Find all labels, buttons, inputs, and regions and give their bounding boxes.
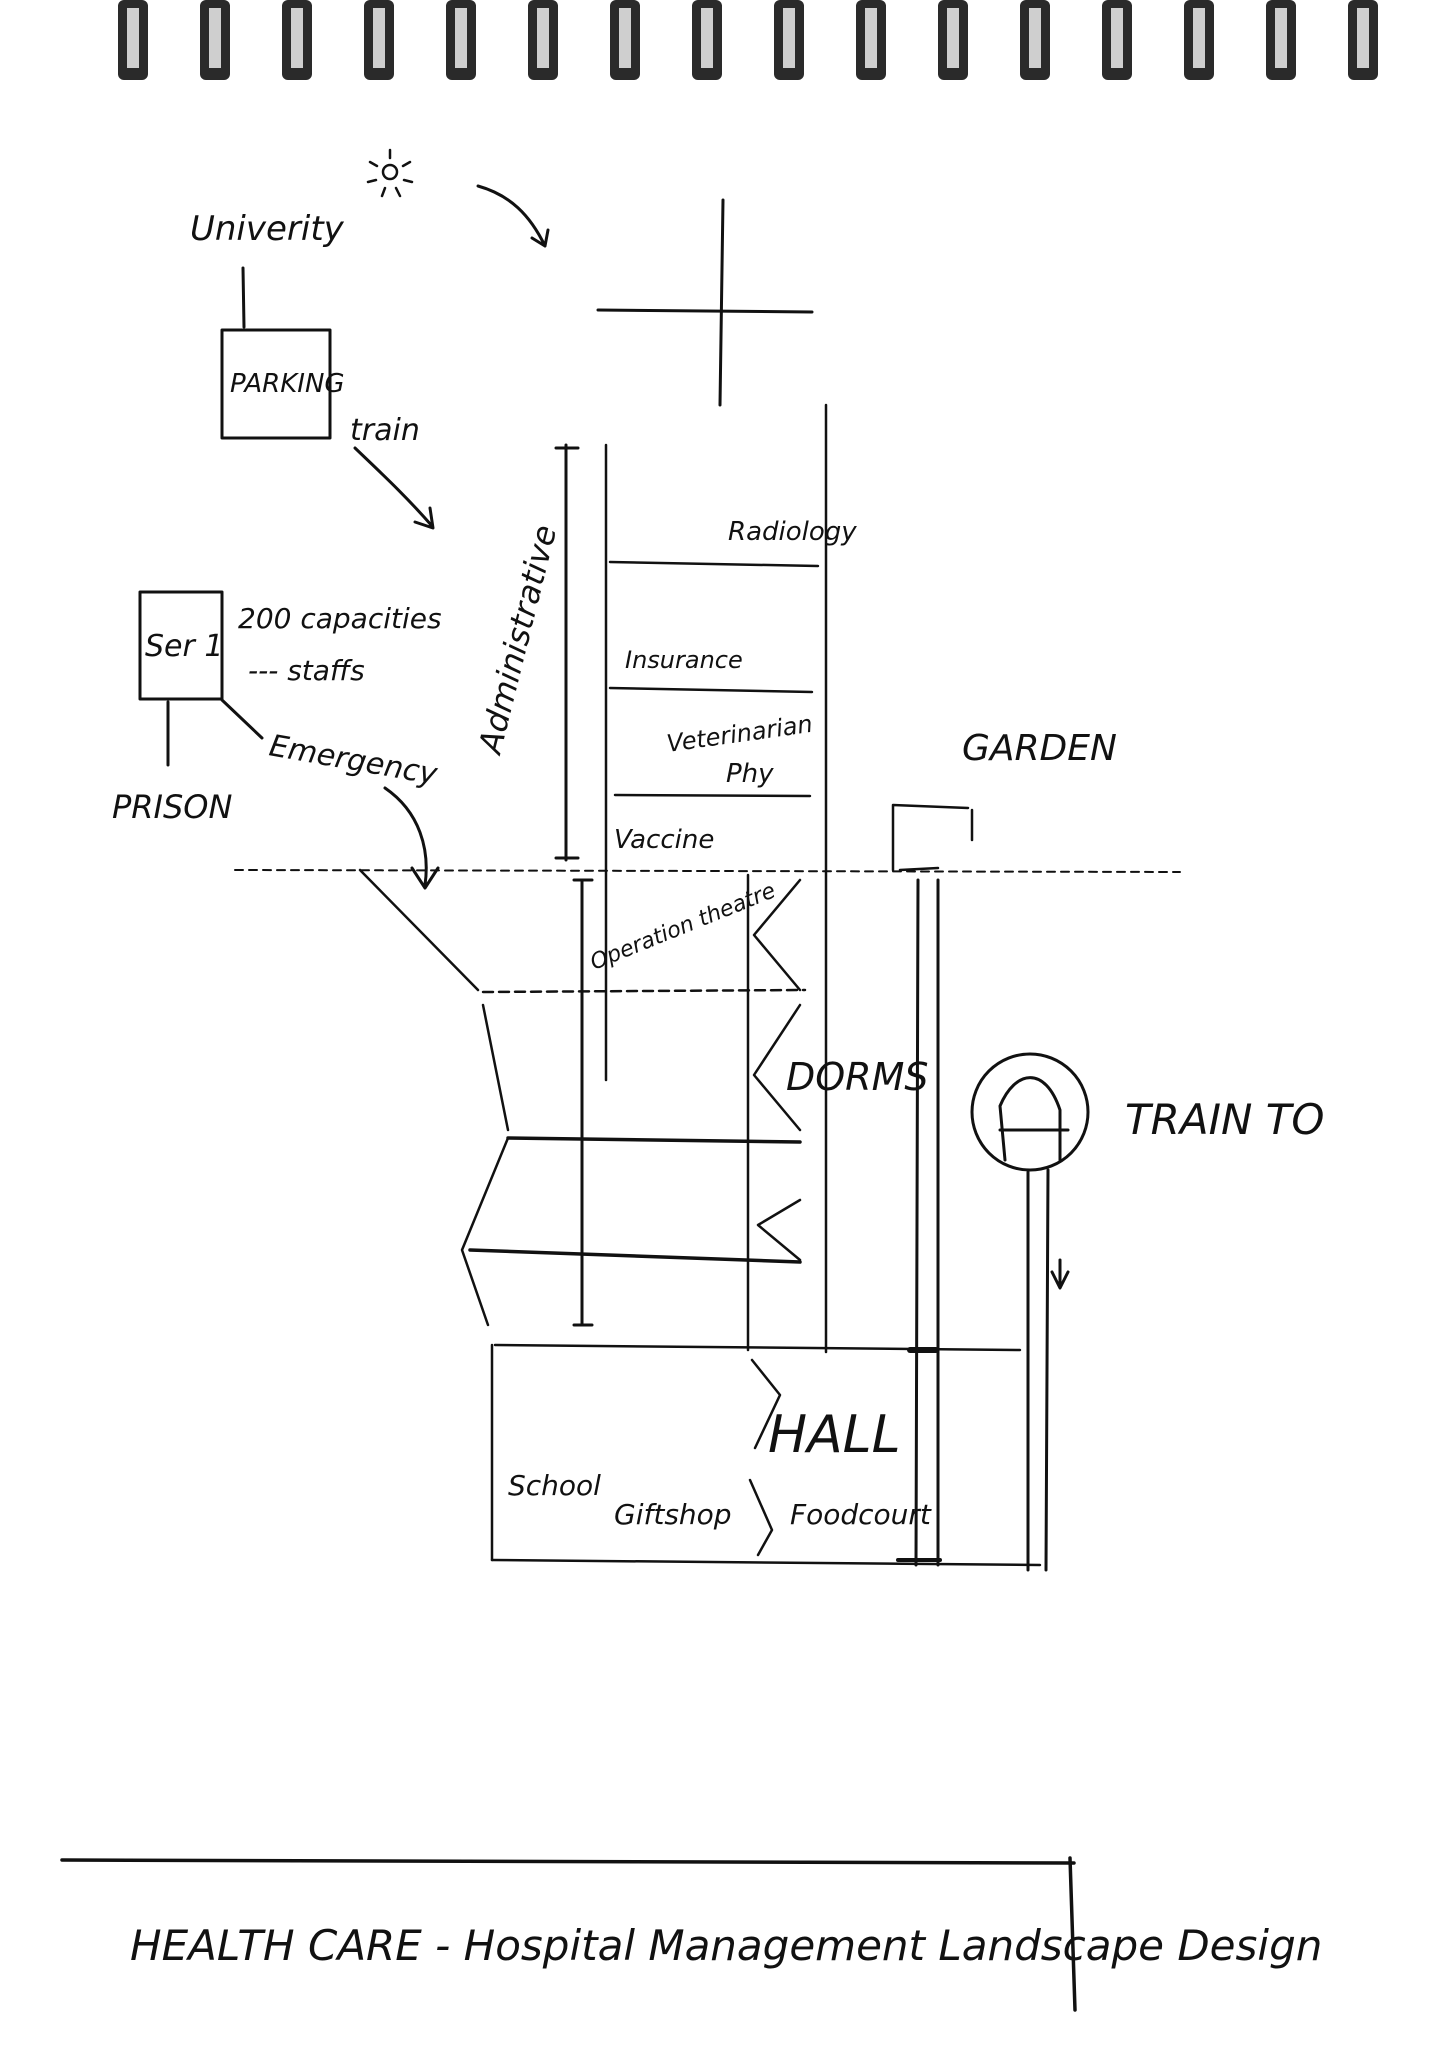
garden-label: GARDEN (962, 728, 1117, 769)
spiral-ring-highlight (291, 8, 303, 68)
train-arrow (353, 446, 435, 530)
garden-element (891, 803, 974, 872)
administrative-label: Administrative (470, 521, 564, 759)
hall-label: HALL (768, 1405, 901, 1465)
administrative-dimension (554, 443, 580, 862)
operation-dimension (572, 878, 594, 1327)
admin-tower (604, 403, 828, 1354)
train-label: train (350, 413, 420, 448)
emergency-label: Emergency (267, 728, 441, 792)
spiral-ring-highlight (783, 8, 795, 68)
top-cross-lines (596, 198, 814, 407)
parking-label: PARKING (230, 369, 345, 399)
spiral-ring-highlight (209, 8, 221, 68)
vaccine-label: Vaccine (614, 825, 714, 855)
emergency-link (220, 698, 264, 740)
entry-diagonal (358, 868, 480, 992)
garden-path (896, 878, 942, 1567)
ser1-box (138, 590, 224, 701)
operation-theatre-label: Operation theatre (587, 878, 779, 975)
sun-arrow (476, 184, 550, 248)
title-frame (60, 1856, 1077, 2012)
insurance-label: Insurance (625, 646, 743, 674)
spiral-ring-highlight (455, 8, 467, 68)
ser1-label: Ser 1 (145, 629, 223, 664)
hall-building (490, 1343, 1042, 1567)
sun-icon (366, 148, 414, 198)
spiral-ring-highlight (865, 8, 877, 68)
parking-box (220, 328, 332, 440)
spiral-ring-highlight (1357, 8, 1369, 68)
spiral-ring-highlight (127, 8, 139, 68)
spiral-binding (118, 0, 1378, 80)
spiral-ring-highlight (1029, 8, 1041, 68)
radiology-label: Radiology (728, 517, 857, 547)
spiral-ring-highlight (373, 8, 385, 68)
veterinarian-label: Veterinarian (665, 710, 814, 758)
capacity-label: 200 capacities (238, 602, 442, 635)
spiral-ring-highlight (1275, 8, 1287, 68)
lower-building (460, 873, 807, 1352)
spiral-ring-highlight (1111, 8, 1123, 68)
university-label: Univerity (190, 209, 345, 249)
spiral-ring-highlight (537, 8, 549, 68)
prison-label: PRISON (112, 788, 232, 826)
staffs-label: --- staffs (248, 654, 365, 687)
spiral-ring-highlight (701, 8, 713, 68)
university-link (241, 266, 246, 329)
emergency-arrow (383, 786, 440, 890)
giftshop-label: Giftshop (614, 1498, 732, 1531)
foodcourt-label: Foodcourt (790, 1498, 932, 1531)
school-label: School (508, 1469, 601, 1502)
level-dashed-line (234, 869, 1181, 873)
spiral-ring-highlight (619, 8, 631, 68)
spiral-ring-highlight (947, 8, 959, 68)
train-to-label: TRAIN TO (1125, 1095, 1324, 1144)
spiral-ring-highlight (1193, 8, 1205, 68)
dorms-label: DORMS (786, 1055, 928, 1099)
pharmacy-label: Phy (726, 759, 774, 789)
train-icon (970, 1052, 1090, 1572)
page-title: HEALTH CARE - Hospital Management Landsc… (130, 1921, 1322, 1970)
